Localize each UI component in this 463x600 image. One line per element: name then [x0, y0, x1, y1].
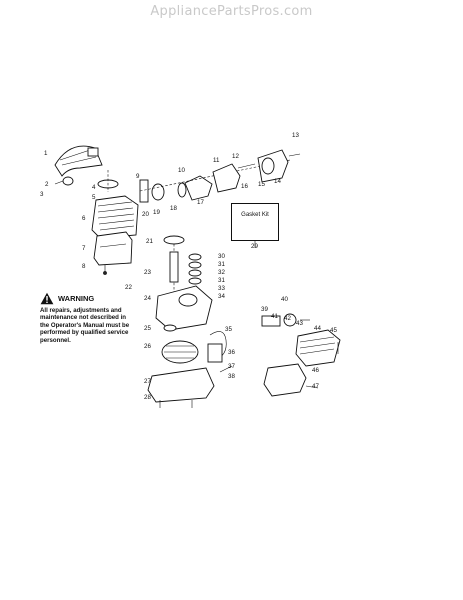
callout-5: 5 [92, 194, 96, 201]
callout-39: 39 [261, 306, 268, 313]
callout-17: 17 [197, 199, 204, 206]
callout-15: 15 [258, 181, 265, 188]
callout-35: 35 [225, 326, 232, 333]
part-housing [93, 231, 133, 266]
warning-title: WARNING [58, 294, 95, 303]
callout-3: 3 [40, 191, 44, 198]
warning-icon [40, 292, 54, 305]
part-head [295, 329, 341, 367]
callout-labels: 1 2 3 4 5 6 7 8 9 10 11 12 13 14 15 16 1… [40, 132, 337, 401]
callout-4: 4 [92, 184, 96, 191]
part-piston [261, 313, 310, 327]
callout-16: 16 [241, 183, 248, 190]
callout-46: 46 [312, 367, 319, 374]
callout-31b: 31 [218, 277, 225, 284]
callout-28: 28 [144, 394, 151, 401]
part-plate [97, 170, 119, 192]
callout-7: 7 [82, 245, 86, 252]
callout-43: 43 [296, 320, 303, 327]
part-base [147, 367, 215, 408]
callout-19: 19 [153, 209, 160, 216]
callout-22: 22 [125, 284, 132, 291]
callout-1: 1 [44, 150, 48, 157]
callout-18: 18 [170, 205, 177, 212]
callout-34: 34 [218, 293, 225, 300]
callout-9: 9 [136, 173, 140, 180]
part-filter-cover [257, 149, 301, 183]
callout-33: 33 [218, 285, 225, 292]
callout-37: 37 [228, 363, 235, 370]
callout-38: 38 [228, 373, 235, 380]
callout-10: 10 [178, 167, 185, 174]
part-clip [54, 176, 74, 186]
callout-23: 23 [144, 269, 151, 276]
callout-6: 6 [82, 215, 86, 222]
part-screw-8 [103, 265, 107, 275]
callout-11: 11 [213, 157, 220, 164]
part-shroud [54, 145, 103, 177]
callout-30: 30 [218, 253, 225, 260]
watermark: AppliancePartsPros.com [150, 4, 313, 19]
part-muffler [263, 363, 319, 397]
callout-31a: 31 [218, 261, 225, 268]
callout-13: 13 [292, 132, 299, 139]
callout-21: 21 [146, 238, 153, 245]
callout-47: 47 [312, 383, 319, 390]
part-flywheel [161, 324, 199, 364]
callout-14: 14 [274, 178, 281, 185]
callout-42: 42 [284, 315, 291, 322]
callout-41: 41 [271, 313, 278, 320]
gasket-kit-box: Gasket Kit [231, 203, 279, 241]
callout-8: 8 [82, 263, 86, 270]
warning-notice: WARNING All repairs, adjustments and mai… [40, 292, 132, 344]
callout-26: 26 [144, 343, 151, 350]
callout-24: 24 [144, 295, 151, 302]
callout-44: 44 [314, 325, 321, 332]
callout-20: 20 [142, 211, 149, 218]
callout-36: 36 [228, 349, 235, 356]
part-bearings [188, 253, 202, 285]
warning-text: All repairs, adjustments and maintenance… [40, 307, 130, 344]
callout-40: 40 [281, 296, 288, 303]
callout-25: 25 [144, 325, 151, 332]
callout-2: 2 [45, 181, 49, 188]
part-crankcase [155, 235, 213, 331]
part-cylinder [91, 195, 139, 239]
part-air-filter [212, 163, 256, 193]
part-ignition [207, 331, 233, 373]
callout-27: 27 [144, 378, 151, 385]
callout-45: 45 [330, 327, 337, 334]
callout-12: 12 [232, 153, 239, 160]
gasket-kit-number: 29 [251, 243, 258, 250]
callout-32: 32 [218, 269, 225, 276]
part-carburetor-set [139, 159, 291, 203]
gasket-kit-label: Gasket Kit [241, 212, 269, 218]
